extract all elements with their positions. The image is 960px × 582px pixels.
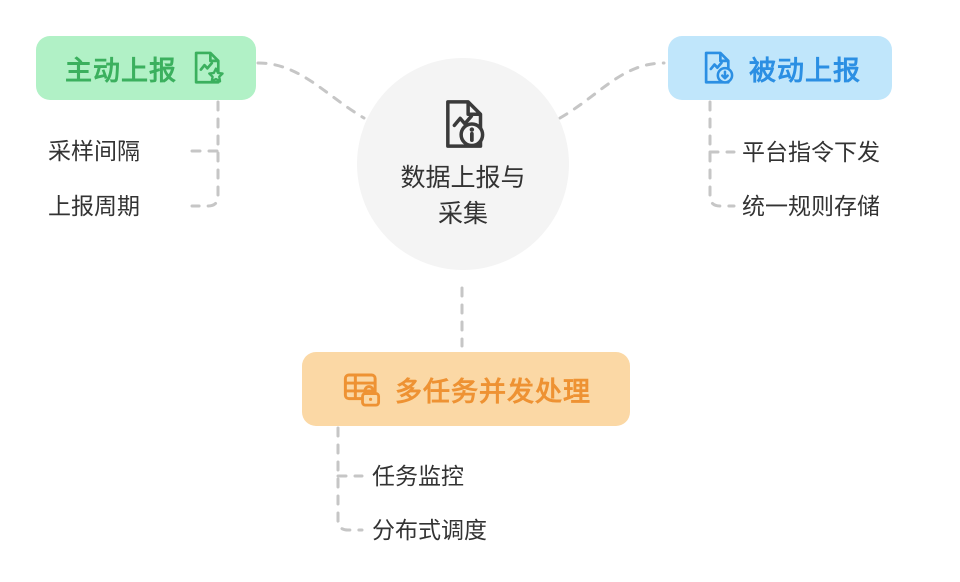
document-download-icon bbox=[699, 49, 737, 87]
leaf-task-monitoring: 任务监控 bbox=[372, 463, 464, 489]
leaf-sampling-interval: 采样间隔 bbox=[48, 138, 140, 164]
branch-passive-label: 被动上报 bbox=[749, 55, 861, 86]
leaf-unified-rule-storage: 统一规则存储 bbox=[742, 193, 880, 219]
central-title: 数据上报与 采集 bbox=[400, 160, 525, 233]
document-star-icon bbox=[189, 49, 227, 87]
central-title-line1: 数据上报与 bbox=[400, 163, 526, 192]
branch-active-reporting: 主动上报 bbox=[36, 36, 256, 100]
edge-active-center bbox=[256, 61, 366, 120]
table-lock-icon bbox=[341, 368, 383, 410]
document-info-icon bbox=[435, 96, 491, 152]
branch-multitask-label: 多任务并发处理 bbox=[395, 376, 591, 407]
edge-active-leaves bbox=[190, 100, 220, 208]
branch-multitask-processing: 多任务并发处理 bbox=[302, 352, 630, 426]
edge-passive-leaves bbox=[708, 100, 736, 208]
edge-center-passive bbox=[558, 61, 666, 120]
leaf-platform-command: 平台指令下发 bbox=[742, 139, 880, 165]
leaf-distributed-scheduling: 分布式调度 bbox=[372, 517, 487, 543]
branch-passive-reporting: 被动上报 bbox=[668, 36, 892, 100]
central-node: 数据上报与 采集 bbox=[357, 58, 569, 270]
leaf-reporting-cycle: 上报周期 bbox=[48, 193, 140, 219]
branch-active-label: 主动上报 bbox=[65, 55, 177, 86]
edge-multitask-leaves bbox=[336, 426, 364, 532]
central-title-line2: 采集 bbox=[437, 200, 488, 228]
